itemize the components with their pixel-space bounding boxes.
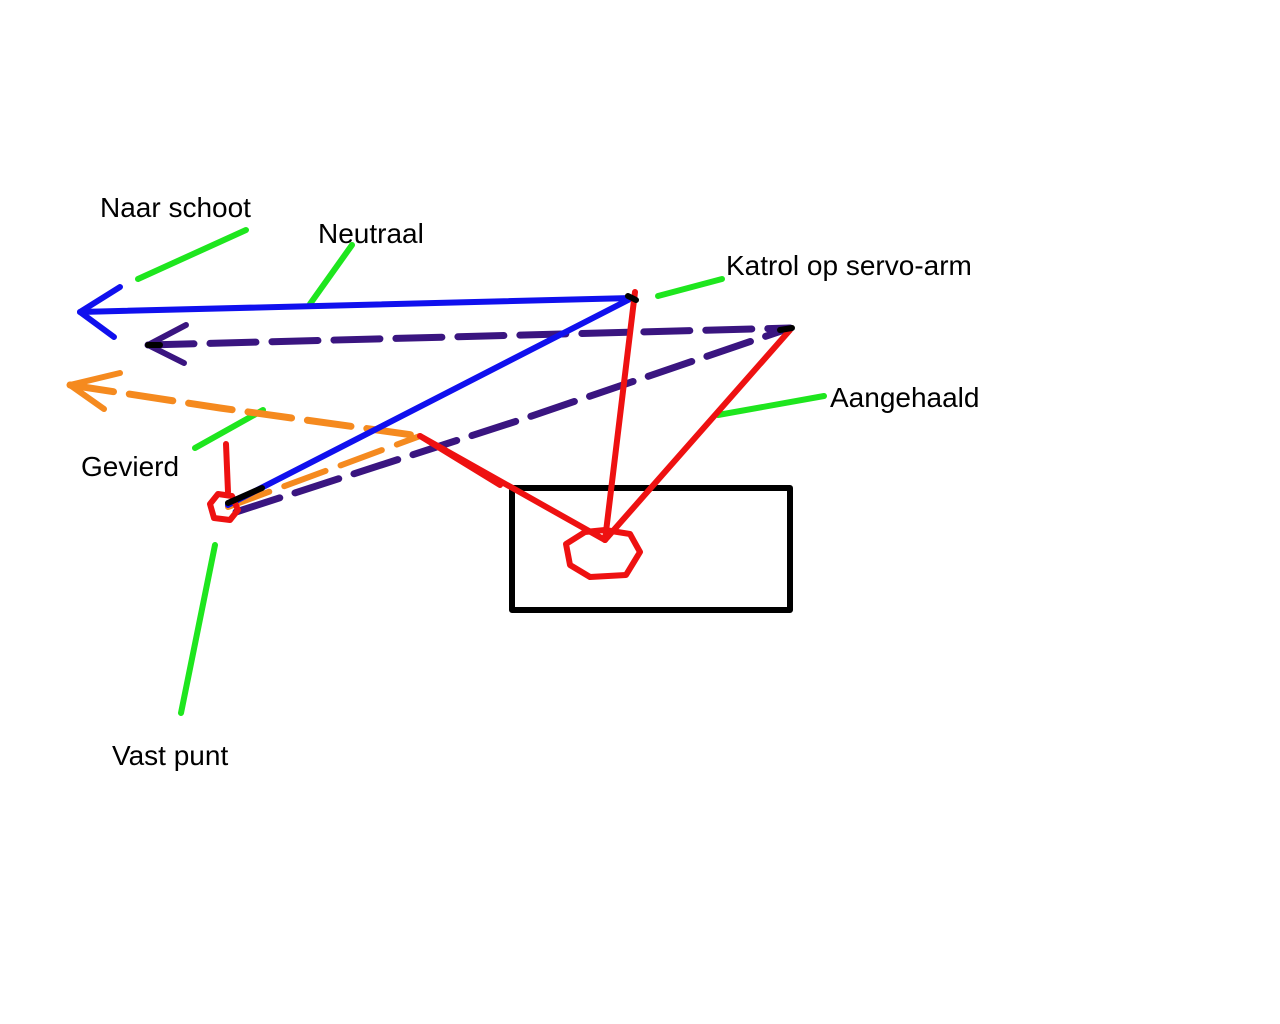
leader-aangehaald	[715, 393, 827, 418]
leader-vast-punt	[178, 542, 218, 716]
label-vast-punt: Vast punt	[112, 740, 229, 771]
leader-naar-schoot	[135, 227, 249, 282]
label-neutraal: Neutraal	[318, 218, 424, 249]
leader-lines	[135, 227, 827, 716]
label-gevierd: Gevierd	[81, 451, 180, 482]
leader-gevierd	[192, 407, 266, 451]
servo-housing	[509, 485, 793, 613]
label-katrol-op-servo-arm: Katrol op servo-arm	[726, 250, 972, 281]
label-aangehaald: Aangehaald	[830, 382, 980, 413]
label-naar-schoot: Naar schoot	[100, 192, 251, 223]
joint-marks	[145, 293, 795, 506]
servo-hub	[563, 527, 643, 580]
fixed-point-marker	[207, 441, 241, 523]
leader-katrol	[655, 276, 725, 299]
gevierd-line	[66, 370, 424, 510]
leader-neutraal	[307, 242, 355, 307]
servo-arms	[417, 289, 793, 580]
